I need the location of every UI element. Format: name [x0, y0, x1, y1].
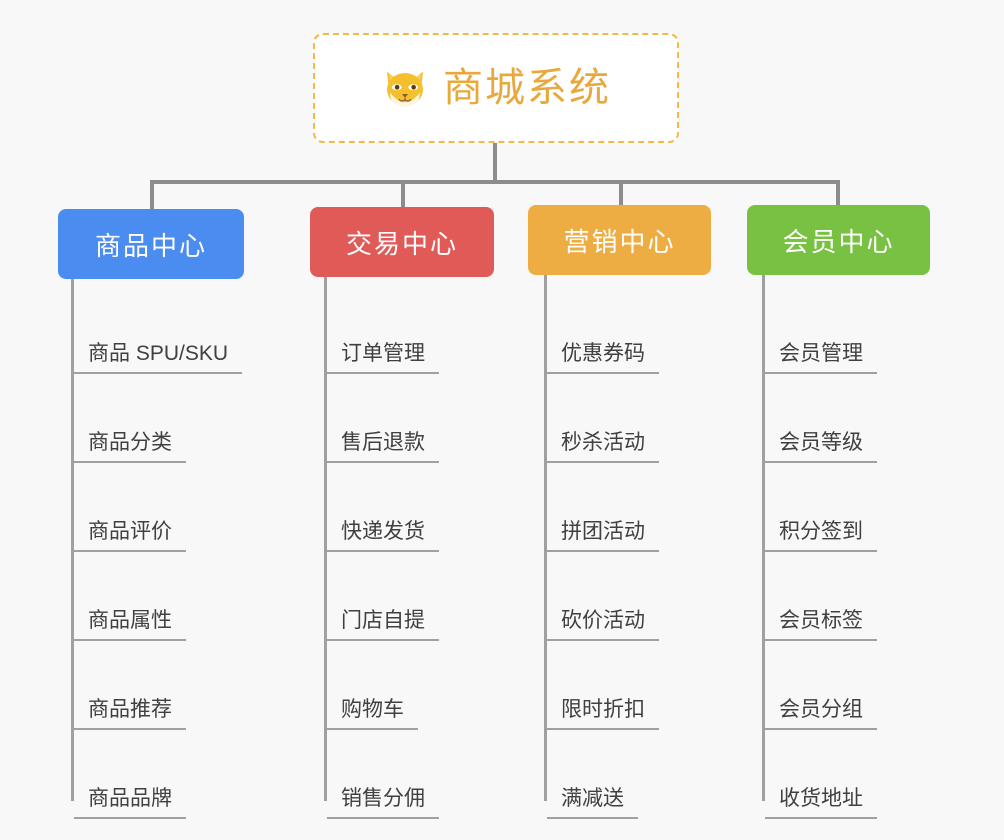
leaf-label: 会员标签 — [765, 608, 877, 641]
leaf-item[interactable]: 收货地址 — [765, 730, 877, 819]
root-title: 商城系统 — [443, 66, 611, 110]
leaf-item[interactable]: 商品 SPU/SKU — [74, 285, 243, 374]
leaf-label: 满减送 — [547, 786, 638, 819]
category-label-1: 商品中心 — [94, 230, 207, 261]
leaf-label: 订单管理 — [327, 341, 439, 374]
connector-drop-4 — [836, 180, 840, 210]
leaf-item[interactable]: 门店自提 — [327, 552, 439, 641]
leaf-item[interactable]: 商品分类 — [74, 374, 186, 463]
category-box-4[interactable]: 会员中心 — [747, 205, 930, 275]
leaf-label: 商品品牌 — [74, 786, 186, 819]
leaf-label: 售后退款 — [327, 430, 439, 463]
connector-cat3-to-leaves — [544, 275, 547, 291]
leaf-label: 商品 SPU/SKU — [74, 341, 243, 374]
leaf-label: 砍价活动 — [547, 608, 659, 641]
leaf-label: 积分签到 — [765, 519, 877, 552]
category-box-1[interactable]: 商品中心 — [58, 209, 244, 279]
leaf-item[interactable]: 订单管理 — [327, 285, 439, 374]
leaf-item[interactable]: 销售分佣 — [327, 730, 439, 819]
connector-cat2-to-leaves — [324, 277, 327, 291]
leaf-label: 门店自提 — [327, 608, 439, 641]
leaf-item[interactable]: 商品属性 — [74, 552, 186, 641]
root-node-shop-system[interactable]: 商城系统 — [313, 33, 679, 143]
leaf-label: 会员等级 — [765, 430, 877, 463]
leaf-item[interactable]: 拼团活动 — [547, 463, 659, 552]
leaf-item[interactable]: 砍价活动 — [547, 552, 659, 641]
connector-drop-2 — [401, 180, 405, 210]
leaf-spine-2 — [324, 285, 327, 801]
leaf-item[interactable]: 满减送 — [547, 730, 638, 819]
leaf-label: 商品评价 — [74, 519, 186, 552]
leaf-item[interactable]: 商品评价 — [74, 463, 186, 552]
leaf-label: 商品属性 — [74, 608, 186, 641]
category-label-2: 交易中心 — [345, 228, 458, 259]
leaf-item[interactable]: 售后退款 — [327, 374, 439, 463]
leaf-spine-3 — [544, 285, 547, 801]
leaf-label: 商品推荐 — [74, 697, 186, 730]
category-label-4: 会员中心 — [782, 226, 895, 257]
leaf-item[interactable]: 优惠券码 — [547, 285, 659, 374]
leaf-label: 商品分类 — [74, 430, 186, 463]
leaf-spine-4 — [762, 285, 765, 801]
leaf-label: 收货地址 — [765, 786, 877, 819]
connector-cat4-to-leaves — [762, 275, 765, 291]
leaf-item[interactable]: 快递发货 — [327, 463, 439, 552]
leaf-label: 拼团活动 — [547, 519, 659, 552]
leaf-label: 会员分组 — [765, 697, 877, 730]
leaf-spine-1 — [71, 285, 74, 801]
leaf-item[interactable]: 商品品牌 — [74, 730, 186, 819]
leaf-item[interactable]: 积分签到 — [765, 463, 877, 552]
shiba-dog-face-icon — [387, 71, 423, 108]
category-box-3[interactable]: 营销中心 — [528, 205, 711, 275]
leaf-label: 限时折扣 — [547, 697, 659, 730]
leaf-item[interactable]: 商品推荐 — [74, 641, 186, 730]
leaf-label: 秒杀活动 — [547, 430, 659, 463]
leaf-item[interactable]: 会员标签 — [765, 552, 877, 641]
leaf-label: 优惠券码 — [547, 341, 659, 374]
connector-drop-3 — [619, 180, 623, 210]
leaf-label: 快递发货 — [327, 519, 439, 552]
leaf-label: 销售分佣 — [327, 786, 439, 819]
leaf-item[interactable]: 限时折扣 — [547, 641, 659, 730]
leaf-item[interactable]: 购物车 — [327, 641, 418, 730]
leaf-item[interactable]: 会员等级 — [765, 374, 877, 463]
connector-horizontal-bus — [150, 180, 840, 184]
category-box-2[interactable]: 交易中心 — [310, 207, 494, 277]
connector-root-trunk — [493, 143, 497, 183]
category-label-3: 营销中心 — [563, 226, 676, 257]
connector-drop-1 — [150, 180, 154, 210]
leaf-label: 购物车 — [327, 697, 418, 730]
leaf-item[interactable]: 秒杀活动 — [547, 374, 659, 463]
leaf-label: 会员管理 — [765, 341, 877, 374]
leaf-item[interactable]: 会员管理 — [765, 285, 877, 374]
leaf-item[interactable]: 会员分组 — [765, 641, 877, 730]
